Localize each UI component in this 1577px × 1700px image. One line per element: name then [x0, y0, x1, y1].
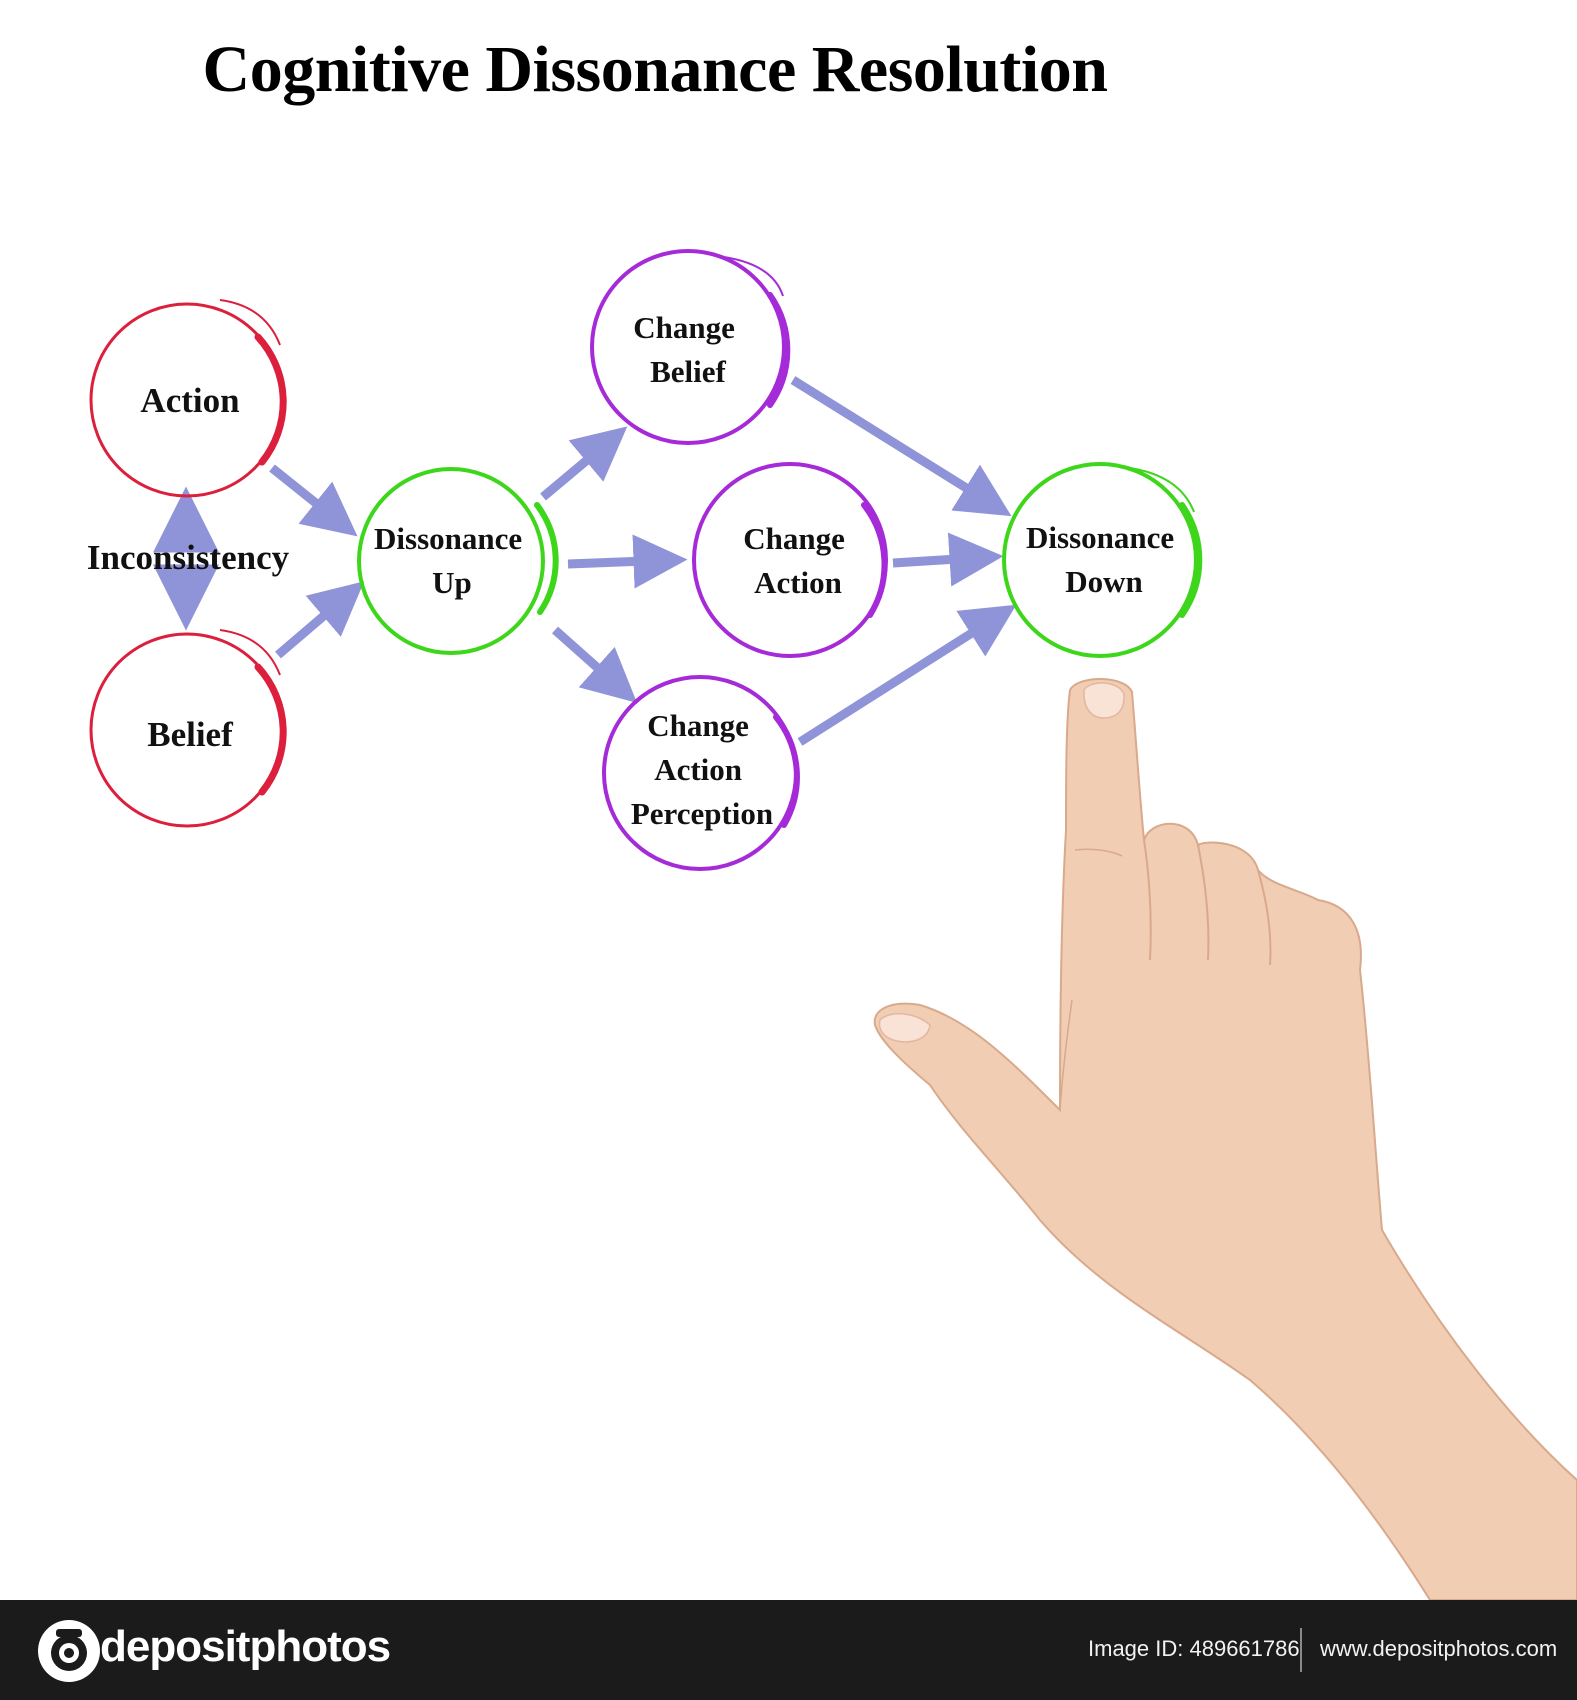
node-dissonance-down — [1002, 462, 1203, 658]
footer-divider — [1300, 1628, 1302, 1672]
node-circles — [89, 249, 1203, 871]
label-inconsistency: Inconsistency — [87, 538, 290, 577]
diagram-canvas: Action Inconsistency Belief Dissonance U… — [87, 249, 1577, 1600]
flow-arrows — [153, 376, 1017, 746]
label-change-perception: Change Action Perception — [631, 708, 773, 831]
label-belief: Belief — [147, 715, 233, 754]
node-change-perception — [602, 675, 800, 871]
arrow-change-perception-to-down — [797, 604, 1017, 746]
pointing-hand-icon — [873, 678, 1577, 1600]
arrow-up-to-change-perception — [552, 626, 638, 703]
node-change-belief — [590, 249, 791, 445]
node-change-action — [692, 462, 888, 658]
footer-bar: depositphotos Image ID: 489661786 www.de… — [0, 1600, 1577, 1700]
arrow-up-to-change-action — [567, 534, 688, 589]
arrow-change-action-to-down — [892, 532, 1004, 587]
node-action — [89, 299, 287, 498]
node-labels: Action Inconsistency Belief Dissonance U… — [87, 310, 1182, 831]
label-dissonance-up: Dissonance Up — [374, 521, 530, 600]
site-url-link[interactable]: www.depositphotos.com — [1320, 1636, 1558, 1661]
label-action: Action — [140, 381, 239, 420]
arrow-belief-to-dissonance-up — [275, 581, 365, 659]
node-belief — [89, 629, 287, 828]
page-title: Cognitive Dissonance Resolution — [202, 33, 1108, 106]
node-dissonance-up — [357, 467, 559, 655]
label-dissonance-down: Dissonance Down — [1026, 520, 1182, 599]
image-id-text: Image ID: 489661786 — [1088, 1636, 1300, 1661]
arrow-action-to-dissonance-up — [269, 464, 358, 537]
label-change-action: Change Action — [743, 521, 852, 600]
brand-name: depositphotos — [100, 1622, 391, 1671]
label-change-belief: Change Belief — [633, 310, 742, 389]
camera-logo-icon — [38, 1620, 100, 1682]
arrow-change-belief-to-down — [790, 376, 1012, 517]
arrow-up-to-change-belief — [540, 426, 628, 501]
